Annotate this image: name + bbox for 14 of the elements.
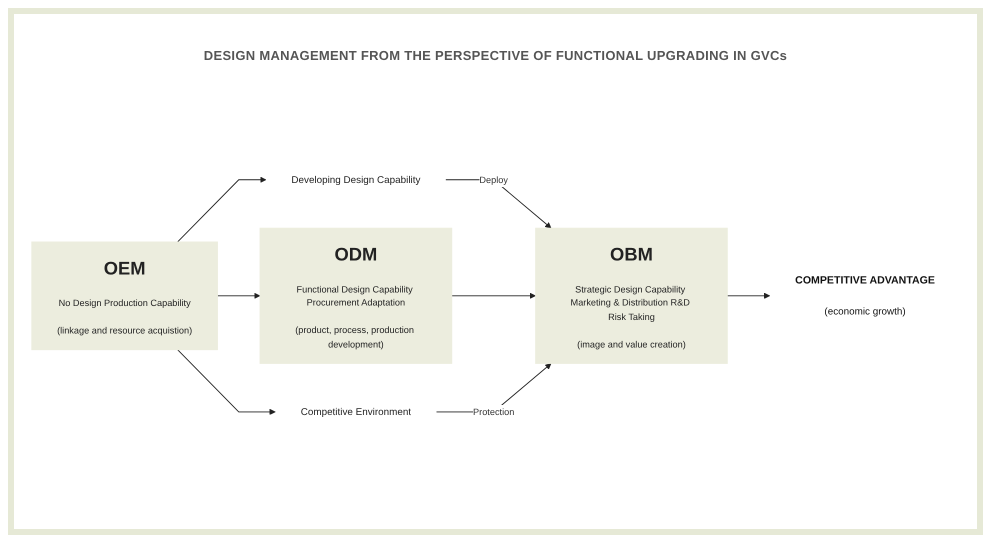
edge-label: Protection (472, 406, 514, 418)
node-box: ODM Functional Design Capability Procurement Adaptation (product, process, production development) (259, 228, 452, 364)
arrow (216, 292, 260, 300)
node-text: Developing Design Capability (290, 174, 420, 186)
node-box: OEM No Design Production Capability (linkage and resource acquistion) (30, 242, 218, 350)
diagram-title: DESIGN MANAGEMENT FROM THE PERSPECTIVE OF FUNCTIONAL UPGRADING IN GVCs (204, 48, 788, 63)
arrow (176, 350, 276, 416)
arrow (176, 176, 266, 242)
node-box: OBM Strategic Design Capability Marketing & Distribution R&D Risk Taking (image and value creation) (534, 228, 728, 364)
edge-label: Deploy (478, 174, 508, 186)
arrow (450, 292, 536, 300)
node-text: COMPETITIVE ADVANTAGE (economic growth) (794, 274, 934, 317)
arrow (726, 292, 770, 300)
node-text: Competitive Environment (300, 406, 411, 418)
